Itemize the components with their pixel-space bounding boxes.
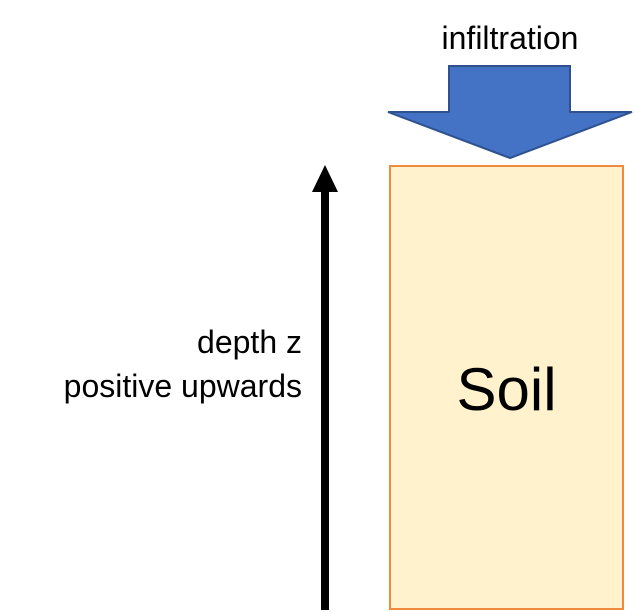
depth-arrow-head [312, 165, 338, 192]
infiltration-arrow [387, 65, 633, 160]
infiltration-label: infiltration [441, 20, 579, 56]
depth-arrow [312, 165, 338, 610]
soil-column [389, 165, 624, 610]
depth-label-line1: depth z [197, 324, 302, 360]
depth-label-line2: positive upwards [63, 368, 302, 404]
soil-label: Soil [456, 356, 557, 423]
depth-axis-label: depth z positive upwards [64, 320, 302, 408]
